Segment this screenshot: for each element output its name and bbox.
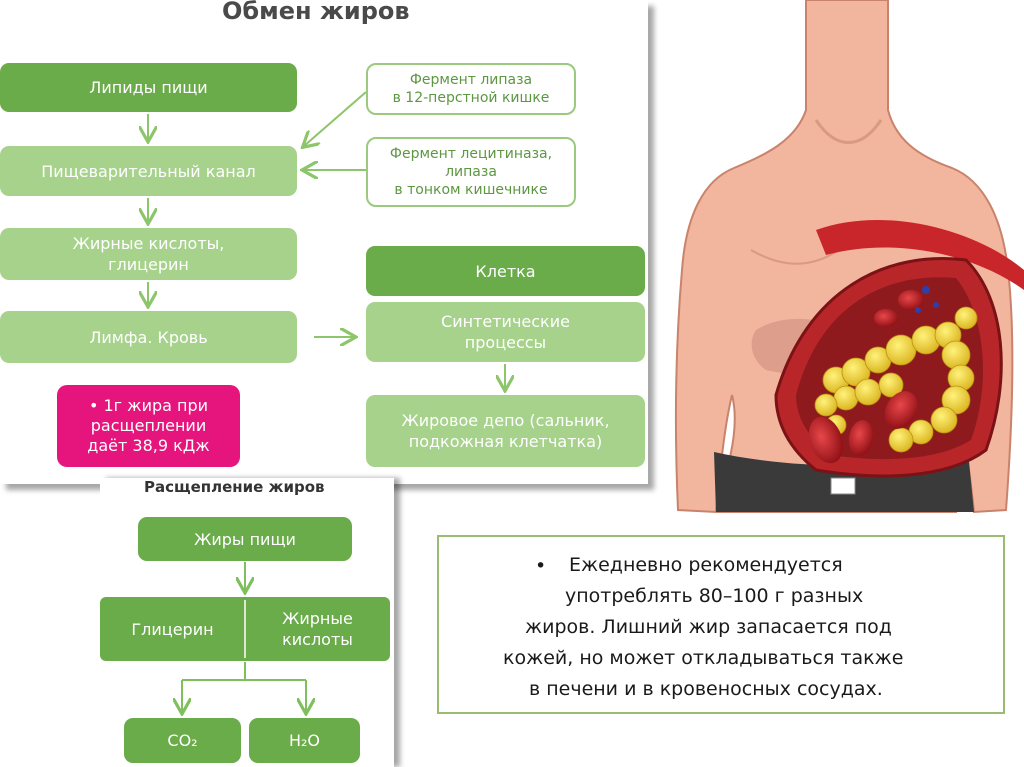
energy-fact-box: • 1г жира при расщеплении даёт 38,9 кДж bbox=[57, 385, 240, 467]
co2-box: CO₂ bbox=[124, 718, 241, 763]
lecithinase-line-3: в тонком кишечнике bbox=[394, 182, 548, 198]
glycerin-fatty-acids-box: Глицерин Жирные кислоты bbox=[100, 597, 390, 661]
fat-metabolism-panel: Обмен жиров Липиды пищи Пищеварительный … bbox=[0, 0, 648, 484]
synthetic-processes-box: Синтетические процессы bbox=[366, 302, 645, 362]
fat-metabolism-title: Обмен жиров bbox=[222, 0, 410, 25]
lipase-line-1: Фермент липаза bbox=[409, 72, 533, 88]
fatty-acids-label: Жирные кислоты bbox=[282, 609, 353, 649]
glycerin-label: Глицерин bbox=[131, 619, 214, 639]
note-line-4: кожей, но может откладываться также bbox=[503, 647, 904, 669]
red-blood-cells bbox=[808, 290, 924, 464]
note-bullet: • bbox=[535, 555, 547, 577]
fat-breakdown-title: Расщепление жиров bbox=[144, 478, 325, 496]
cell-box: Клетка bbox=[366, 246, 645, 296]
note-line-3: жиров. Лишний жир запасается под bbox=[525, 616, 892, 638]
food-lipids-box: Липиды пищи bbox=[0, 63, 297, 112]
fat-depot-box: Жировое депо (сальник, подкожная клетчат… bbox=[366, 395, 645, 467]
neck-shade bbox=[814, 119, 883, 144]
h2o-box: H₂O bbox=[249, 718, 360, 763]
fatty-acids-glycerin-box: Жирные кислоты, глицерин bbox=[0, 228, 297, 280]
lecithinase-line-1: Фермент лецитиназа, bbox=[389, 146, 553, 162]
blue-particles bbox=[915, 286, 939, 313]
vessel-upper bbox=[816, 219, 1024, 290]
lipase-line-2: в 12-перстной кишке bbox=[392, 90, 550, 106]
arrow-lipase-to-canal bbox=[304, 91, 367, 146]
lecithinase-line-2: липаза bbox=[445, 164, 497, 180]
lecithinase-enzyme-box: Фермент лецитиназа, липаза в тонком кише… bbox=[366, 137, 576, 207]
digestive-canal-box: Пищеварительный канал bbox=[0, 146, 297, 196]
fat-breakdown-panel: Расщепление жиров Жиры пищи Глицерин Жир… bbox=[100, 478, 394, 767]
note-line-2: употреблять 80–100 г разных bbox=[565, 585, 864, 607]
note-line-5: в печени и в кровеносных сосудах. bbox=[529, 678, 883, 700]
fat-deposits bbox=[814, 306, 978, 453]
lymph-blood-box: Лимфа. Кровь bbox=[0, 311, 297, 363]
food-fats-box: Жиры пищи bbox=[138, 517, 352, 561]
belt-buckle bbox=[830, 477, 856, 495]
lipase-enzyme-box: Фермент липаза в 12-перстной кишке bbox=[366, 63, 576, 115]
torso-vessel-illustration bbox=[674, 0, 1024, 514]
daily-intake-note: • Ежедневно рекомендуется употреблять 80… bbox=[437, 535, 1005, 714]
note-line-1: Ежедневно рекомендуется bbox=[569, 554, 843, 576]
